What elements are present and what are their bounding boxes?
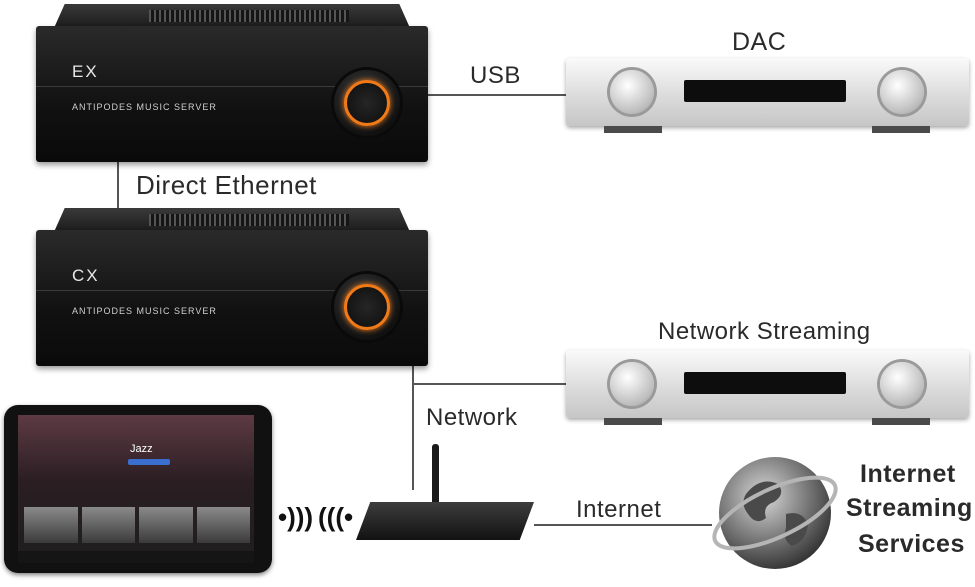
unit-foot xyxy=(604,126,662,133)
cx-server: CX ANTIPODES MUSIC SERVER xyxy=(36,208,428,366)
unit-body xyxy=(566,58,969,126)
unit-left-button xyxy=(610,70,654,114)
unit-foot xyxy=(872,126,930,133)
tablet-screen: Jazz xyxy=(18,415,254,563)
router xyxy=(356,444,534,552)
unit-foot xyxy=(604,418,662,425)
unit-display xyxy=(684,372,846,394)
unit-display xyxy=(684,80,846,102)
volume-knob xyxy=(334,70,400,136)
server-top xyxy=(54,4,410,28)
server-body: EX ANTIPODES MUSIC SERVER xyxy=(36,26,428,162)
server-body: CX ANTIPODES MUSIC SERVER xyxy=(36,230,428,366)
internet-label: Internet xyxy=(576,496,662,523)
wifi-signal-icon: (((• xyxy=(318,502,354,532)
dac-label: DAC xyxy=(732,28,787,56)
usb-label: USB xyxy=(470,62,521,89)
album-thumb xyxy=(196,507,250,543)
dac-unit xyxy=(566,58,969,136)
album-thumb xyxy=(139,507,193,543)
server-divider xyxy=(36,86,428,87)
tablet-screen-title: Jazz xyxy=(130,443,153,455)
server-model-label: EX xyxy=(72,62,99,81)
album-thumb xyxy=(81,507,135,543)
unit-left-button xyxy=(610,362,654,406)
tablet: Jazz xyxy=(4,405,272,573)
ex-server: EX ANTIPODES MUSIC SERVER xyxy=(36,4,428,162)
volume-knob xyxy=(334,274,400,340)
knob-ring xyxy=(344,284,390,330)
internet-streaming-services-line-1: Internet xyxy=(860,460,956,488)
network-label: Network xyxy=(426,404,518,431)
direct-ethernet-label: Direct Ethernet xyxy=(136,170,317,200)
unit-right-button xyxy=(880,70,924,114)
server-name-label: ANTIPODES MUSIC SERVER xyxy=(72,306,217,316)
globe-icon xyxy=(712,457,838,569)
router-body xyxy=(356,502,534,540)
knob-ring xyxy=(344,80,390,126)
unit-right-button xyxy=(880,362,924,406)
tablet-screen-badge xyxy=(128,459,170,465)
server-model-label: CX xyxy=(72,266,100,285)
tablet-player-bar xyxy=(18,551,254,563)
unit-foot xyxy=(872,418,930,425)
server-divider xyxy=(36,290,428,291)
internet-streaming-services-line-3: Services xyxy=(858,530,965,558)
server-top xyxy=(54,208,410,232)
unit-body xyxy=(566,350,969,418)
server-vents xyxy=(149,214,349,226)
album-thumb xyxy=(24,507,78,543)
server-vents xyxy=(149,10,349,22)
tablet-album-row xyxy=(24,507,250,543)
wifi-signal-icon: •))) xyxy=(278,502,314,532)
network-streaming-unit xyxy=(566,350,969,428)
router-antenna xyxy=(432,444,439,506)
internet-streaming-services-line-2: Streaming xyxy=(846,494,973,522)
network-streaming-label: Network Streaming xyxy=(658,318,871,345)
server-name-label: ANTIPODES MUSIC SERVER xyxy=(72,102,217,112)
